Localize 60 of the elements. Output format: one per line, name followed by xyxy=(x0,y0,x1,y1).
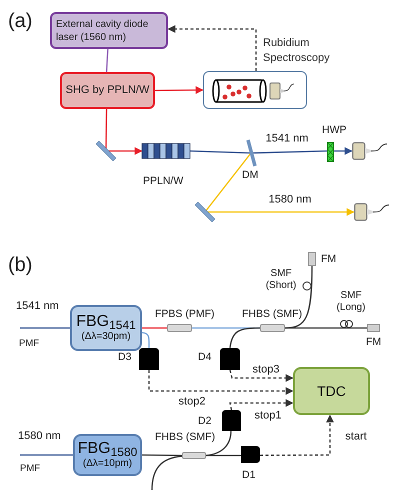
box-label: (Δλ=30pm) xyxy=(81,331,131,343)
beam-path xyxy=(142,327,167,329)
process-box xyxy=(73,434,142,476)
photodetector-icon xyxy=(354,203,390,221)
panel-label: (b) xyxy=(8,253,34,278)
beam-path xyxy=(142,454,182,456)
box-label: TDC xyxy=(317,382,346,400)
component-label: FPBS (PMF) xyxy=(155,308,214,320)
signal-arrow xyxy=(229,370,294,382)
component-label: Rubidium Spectroscopy xyxy=(263,36,331,66)
edge-label: stop1 xyxy=(254,410,282,422)
box-label: FBG$_{1541}$ xyxy=(76,313,136,331)
edge-label: stop3 xyxy=(252,364,280,376)
edge-label: stop2 xyxy=(178,396,206,408)
panel-label: (a) xyxy=(8,9,34,34)
fiber-label: PMF xyxy=(20,462,42,476)
beam-path xyxy=(250,150,328,154)
component-label: D4 xyxy=(198,351,212,363)
beam-path xyxy=(206,430,232,456)
component-label: DM xyxy=(242,169,258,181)
process-box xyxy=(293,367,370,415)
signal-arrow xyxy=(260,414,334,456)
beam-path xyxy=(106,48,108,72)
beam-path xyxy=(229,327,260,348)
component-label: D1 xyxy=(242,469,256,481)
beam-path xyxy=(285,327,367,329)
beam-path xyxy=(206,454,241,456)
beam-path xyxy=(155,86,204,94)
beam-path xyxy=(334,147,352,155)
component-label: D2 xyxy=(198,415,212,427)
component-label: FM xyxy=(366,336,382,348)
signal-arrow xyxy=(229,399,294,410)
component-label: FM xyxy=(321,253,336,265)
beam-path xyxy=(20,327,70,329)
process-box xyxy=(60,72,155,109)
beam-path xyxy=(20,454,73,456)
process-box xyxy=(70,305,142,351)
process-box xyxy=(50,12,168,49)
beam-path xyxy=(284,266,313,329)
fiber-label: PMF xyxy=(19,337,40,351)
fiber-label: SMF (Short) xyxy=(264,268,298,292)
fiber-label: 1580 nm xyxy=(18,430,62,443)
signal-arrow xyxy=(168,25,257,71)
beam-path xyxy=(204,152,252,212)
component-label: PPLN/W xyxy=(143,175,184,187)
beam-path xyxy=(190,150,252,154)
component-label: FHBS (SMF) xyxy=(242,308,302,320)
box-label: External cavity diode laser (1560 nm) xyxy=(56,18,150,44)
fiber-label: 1541 nm xyxy=(16,300,60,313)
box-label: FBG$_{1580}$ xyxy=(78,440,138,458)
box-label: (Δλ=10pm) xyxy=(82,458,132,470)
beam-path xyxy=(151,456,182,490)
fiber-label: SMF (Long) xyxy=(336,290,366,314)
signal-arrow xyxy=(148,370,294,395)
component-label: HWP xyxy=(322,124,346,136)
component-label: D3 xyxy=(118,351,132,363)
beam-path xyxy=(142,332,150,348)
component-label: FHBS (SMF) xyxy=(155,431,216,443)
photodetector-icon xyxy=(352,142,388,160)
box-label: SHG by PPLN/W xyxy=(66,83,150,98)
